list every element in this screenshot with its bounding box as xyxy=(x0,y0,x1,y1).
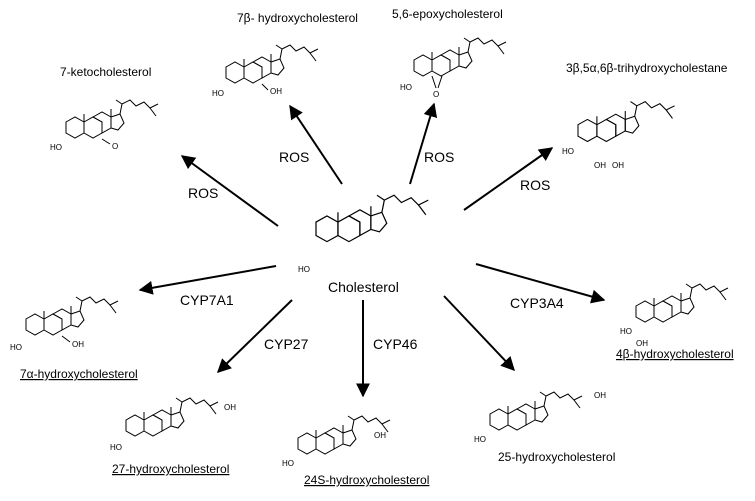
enzyme-cyp46: CYP46 xyxy=(373,336,418,352)
arrow-to-5-6-epoxycholesterol xyxy=(409,102,438,185)
svg-text:OH: OH xyxy=(270,87,282,96)
svg-text:OH: OH xyxy=(612,161,624,170)
enzyme-ros-upper: ROS xyxy=(424,149,454,165)
enzyme-cyp27: CYP27 xyxy=(264,336,309,352)
enzyme-ros-right: ROS xyxy=(520,177,550,193)
svg-text:HO: HO xyxy=(212,89,224,98)
cholesterol-ho-label: HO xyxy=(298,265,310,274)
7beta-hydroxycholesterol-structure: HO OH xyxy=(212,44,319,98)
arrow-to-27-hydroxycholesterol xyxy=(216,299,293,373)
pathway-arrows xyxy=(138,102,606,398)
arrow-to-25-hydroxycholesterol xyxy=(443,295,515,372)
svg-text:HO: HO xyxy=(400,83,412,92)
svg-text:HO: HO xyxy=(562,147,574,156)
27-hydroxycholesterol-structure: HO OH xyxy=(110,397,236,452)
arrow-to-7alpha-hydroxycholesterol xyxy=(138,265,277,295)
24s-hydroxycholesterol-structure: HO OH xyxy=(282,415,391,468)
arrow-to-7beta-hydroxycholesterol xyxy=(289,104,343,185)
trihydroxycholestane-structure: HO OH OH xyxy=(562,101,676,170)
svg-text:OH: OH xyxy=(594,161,606,170)
5-6-epoxycholesterol-structure: HO O xyxy=(400,37,507,99)
cholesterol-structure: HO xyxy=(298,194,429,274)
svg-text:OH: OH xyxy=(224,403,236,412)
svg-text:OH: OH xyxy=(594,391,606,400)
svg-text:OH: OH xyxy=(72,340,84,349)
7alpha-hydroxycholesterol-structure: HO OH xyxy=(10,296,119,352)
enzyme-ros-upper-left: ROS xyxy=(279,149,309,165)
arrow-to-4beta-hydroxycholesterol xyxy=(475,263,606,304)
svg-text:OH: OH xyxy=(374,431,386,440)
7-ketocholesterol-structure: HO O xyxy=(50,99,159,152)
svg-text:O: O xyxy=(112,142,118,151)
svg-text:HO: HO xyxy=(50,143,62,152)
product-7beta-hydroxycholesterol-label: 7β- hydroxycholesterol xyxy=(237,11,358,25)
25-hydroxycholesterol-structure: HO OH xyxy=(474,391,606,444)
product-5-6-epoxycholesterol-label: 5,6-epoxycholesterol xyxy=(392,7,503,21)
4beta-hydroxycholesterol-structure: HO OH xyxy=(620,283,729,348)
product-4beta-hydroxycholesterol-label: 4β-hydroxycholesterol xyxy=(616,347,734,361)
product-7alpha-hydroxycholesterol-label: 7α-hydroxycholesterol xyxy=(20,367,138,381)
arrow-to-7-ketocholesterol xyxy=(180,155,279,227)
enzyme-cyp7a1: CYP7A1 xyxy=(180,292,234,308)
product-27-hydroxycholesterol-label: 27-hydroxycholesterol xyxy=(112,462,229,476)
svg-text:HO: HO xyxy=(620,327,632,336)
svg-text:OH: OH xyxy=(636,339,648,348)
svg-text:HO: HO xyxy=(474,435,486,444)
svg-text:O: O xyxy=(433,90,439,99)
svg-text:HO: HO xyxy=(282,459,294,468)
cholesterol-label: Cholesterol xyxy=(328,279,399,295)
svg-text:HO: HO xyxy=(10,343,22,352)
arrow-to-trihydroxycholestane xyxy=(463,147,554,211)
product-25-hydroxycholesterol-label: 25-hydroxycholesterol xyxy=(498,450,615,464)
enzyme-cyp3a4: CYP3A4 xyxy=(510,295,564,311)
product-7-ketocholesterol-label: 7-ketocholesterol xyxy=(60,65,151,79)
product-24s-hydroxycholesterol-label: 24S-hydroxycholesterol xyxy=(304,473,429,487)
enzyme-ros-left: ROS xyxy=(188,185,218,201)
svg-text:HO: HO xyxy=(110,443,122,452)
product-trihydroxycholestane-label: 3β,5α,6β-trihydroxycholestane xyxy=(566,61,728,75)
